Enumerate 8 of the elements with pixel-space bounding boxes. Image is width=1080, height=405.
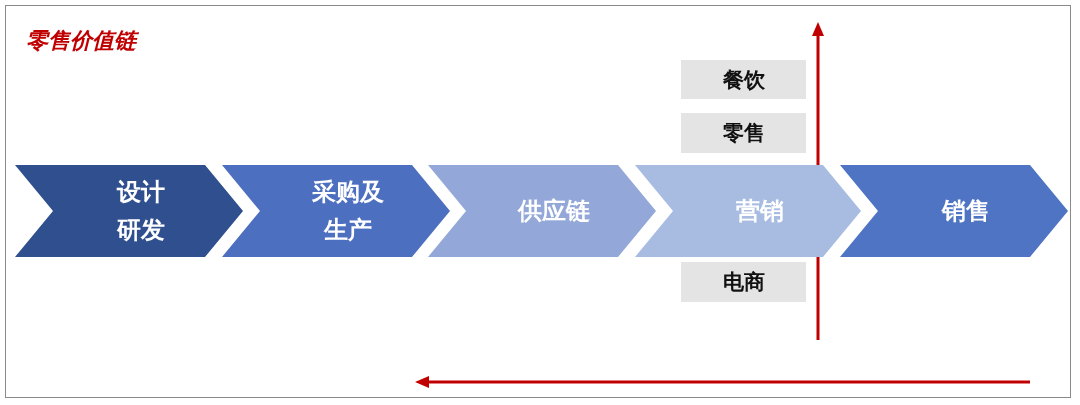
chevron-step: 采购及生产 [222, 165, 450, 257]
chevron-step: 供应链 [428, 165, 656, 257]
category-box: 餐饮 [681, 60, 806, 99]
chevron-step: 销售 [840, 165, 1068, 257]
chevron-step: 营销 [635, 165, 861, 257]
chevron-step: 设计研发 [15, 165, 243, 257]
category-box: 电商 [681, 262, 806, 302]
category-box: 零售 [681, 113, 806, 153]
